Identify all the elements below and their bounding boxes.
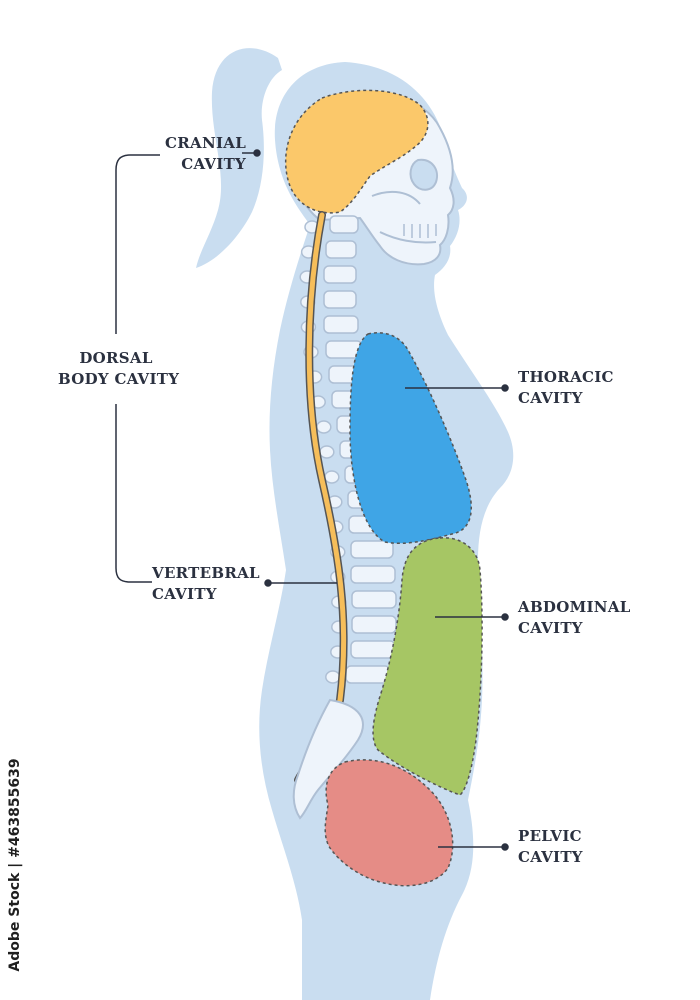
dorsal-body-cavity-label: DORSAL BODY CAVITY bbox=[58, 348, 180, 390]
pelvic-cavity-label-line1: PELVIC bbox=[518, 827, 582, 845]
vertebra bbox=[325, 240, 357, 259]
spinous-process bbox=[324, 470, 340, 484]
vertebral-cavity-label: VERTEBRAL CAVITY bbox=[152, 563, 260, 605]
jaw bbox=[379, 231, 437, 244]
vertebra bbox=[351, 590, 397, 609]
thoracic-cavity-shape bbox=[349, 332, 473, 545]
pelvic-cavity-shape bbox=[324, 759, 454, 887]
vertebra bbox=[329, 215, 359, 234]
pelvic-cavity-label-line2: CAVITY bbox=[518, 848, 583, 866]
cranial-cavity-label-line1: CRANIAL bbox=[165, 134, 247, 152]
dorsal-body-cavity-label-line2: BODY CAVITY bbox=[58, 370, 180, 388]
cheek-bone bbox=[371, 190, 421, 205]
vertebral-column bbox=[299, 215, 397, 684]
abdominal-cavity-label-line2: CAVITY bbox=[518, 619, 583, 637]
vertebra bbox=[351, 615, 397, 634]
eye-socket bbox=[409, 158, 438, 191]
abdominal-cavity-label: ABDOMINAL CAVITY bbox=[518, 597, 631, 639]
vertebral-cavity-label-line2: CAVITY bbox=[152, 585, 217, 603]
leader-lines bbox=[242, 149, 509, 851]
cranial-cavity-label: CRANIAL CAVITY bbox=[165, 133, 246, 175]
spinous-process bbox=[319, 445, 335, 459]
abdominal-cavity-shape bbox=[372, 537, 483, 796]
sacrum bbox=[292, 698, 364, 820]
stock-image-id-text: Adobe Stock | #463855639 bbox=[7, 758, 23, 972]
vertebra bbox=[350, 565, 396, 584]
spinous-process bbox=[316, 420, 332, 434]
dorsal-bracket bbox=[115, 154, 160, 583]
thoracic-cavity-label-line1: THORACIC bbox=[518, 368, 614, 386]
stock-image-id: Adobe Stock | #463855639 bbox=[4, 758, 26, 972]
vertebra bbox=[323, 315, 359, 334]
vertebra bbox=[350, 540, 394, 559]
pelvic-cavity-label: PELVIC CAVITY bbox=[518, 826, 583, 868]
ponytail bbox=[196, 48, 282, 268]
vertebra bbox=[323, 265, 357, 284]
teeth bbox=[403, 224, 437, 238]
dorsal-body-cavity-label-line1: DORSAL bbox=[79, 349, 153, 367]
vertebra bbox=[350, 640, 396, 659]
cranial-cavity-shape bbox=[284, 89, 429, 214]
vertebral-cavity-label-line1: VERTEBRAL bbox=[152, 564, 260, 582]
vertebra bbox=[345, 665, 391, 684]
thoracic-cavity-label-line2: CAVITY bbox=[518, 389, 583, 407]
thoracic-cavity-label: THORACIC CAVITY bbox=[518, 367, 614, 409]
cranial-cavity-label-line2: CAVITY bbox=[181, 155, 247, 173]
vertebra bbox=[323, 290, 357, 309]
abdominal-cavity-label-line1: ABDOMINAL bbox=[518, 598, 631, 616]
spinous-process bbox=[325, 670, 341, 684]
